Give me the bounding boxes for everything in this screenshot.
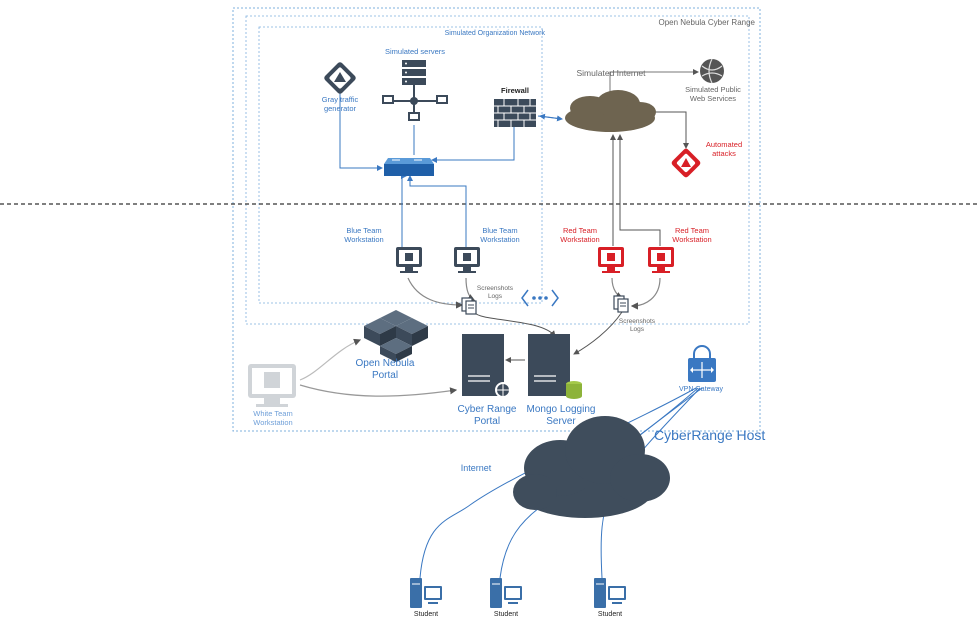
cyber-range-inner-boundary [245,15,750,325]
org-network-boundary [258,26,543,304]
student-3-label: Student [597,611,623,618]
simulated-servers-icon [382,60,448,121]
automated-attacks-icon [671,148,701,178]
internet-attacks-link [655,111,689,149]
simulated-servers-label: Simulated servers [384,47,446,56]
blue-ws1-label: Blue Team Workstation [344,226,384,244]
red-ws2-link [617,134,661,246]
firewall-icon [494,99,536,127]
blue-ws2-label: Blue Team Workstation [480,226,520,244]
mongo-logging-server-label: Mongo Logging Server [526,404,596,427]
screenshots-mongo-link [473,311,556,337]
red-ws1-screenshots-link [611,277,624,299]
white-workstation-icon [248,364,296,407]
screenshots-logs-1-icon [461,297,477,315]
blue-ws2-link [407,175,467,248]
internet-firewall-link [539,113,563,120]
connector-icon [521,289,559,307]
white-nebula-link [299,338,362,381]
automated-attacks-label: Automated attacks [705,140,743,158]
vpn-gateway-icon [688,345,716,382]
firewall-label: Firewall [501,86,529,95]
public-web-services-label: Simulated Public Web Services [685,85,741,103]
simulated-internet-cloud-icon [565,90,656,132]
public-web-services-icon [700,58,724,84]
red-ws1-label: Red Team Workstation [560,226,600,244]
student-3-icon [594,578,626,608]
gray-traffic-label: Gray traffic generator [321,95,359,113]
red-workstation-1-icon [598,247,624,273]
internet-label: Internet [460,463,492,473]
student-1-label: Student [413,611,439,618]
screenshots-logs-2-icon [613,295,629,313]
blue-workstation-1-icon [396,247,422,273]
red-ws2-screenshots-link [630,277,661,310]
screenshots-logs-1-label: Screenshots Logs [476,285,514,300]
blue-ws1-screenshots-link [407,277,464,309]
red-ws2-label: Red Team Workstation [672,226,712,244]
org-network-title: Simulated Organization Network [444,30,545,37]
student-2-icon [490,578,522,608]
blue-workstation-2-icon [454,247,480,273]
student-1-icon [410,578,442,608]
red-workstation-2-icon [648,247,674,273]
student-2-label: Student [493,611,519,618]
screenshots-logs-2-label: Screenshots Logs [618,318,656,333]
vpn-gateway-label: VPN Gateway [679,386,723,393]
cyber-range-title: Open Nebula Cyber Range [658,18,755,27]
blue-ws2-screenshots-link [465,277,476,301]
white-ws-label: White Team Workstation [253,409,293,427]
gray-traffic-generator-icon [324,62,356,94]
firewall-switch-link [431,127,515,163]
gray-traffic-link [339,92,383,171]
cyberrange-host-label: CyberRange Host [654,427,766,443]
open-nebula-portal-icon [364,310,428,362]
internet-cloud-icon [513,416,670,518]
mongo-logging-server-icon [528,334,582,399]
simulated-internet-label: Simulated Internet [576,68,646,78]
red-screenshots-mongo-link [573,311,623,355]
cyber-range-boundary [232,7,761,432]
blue-ws1-link [401,173,407,248]
student1-vpn-link [419,387,697,579]
internet-webservices-link [609,69,699,93]
network-switch-icon [384,158,434,176]
white-portal-link [299,384,458,397]
open-nebula-portal-label: Open Nebula Portal [355,358,415,381]
cyber-range-portal-icon [462,334,511,398]
cyber-range-portal-label: Cyber Range Portal [457,404,517,427]
